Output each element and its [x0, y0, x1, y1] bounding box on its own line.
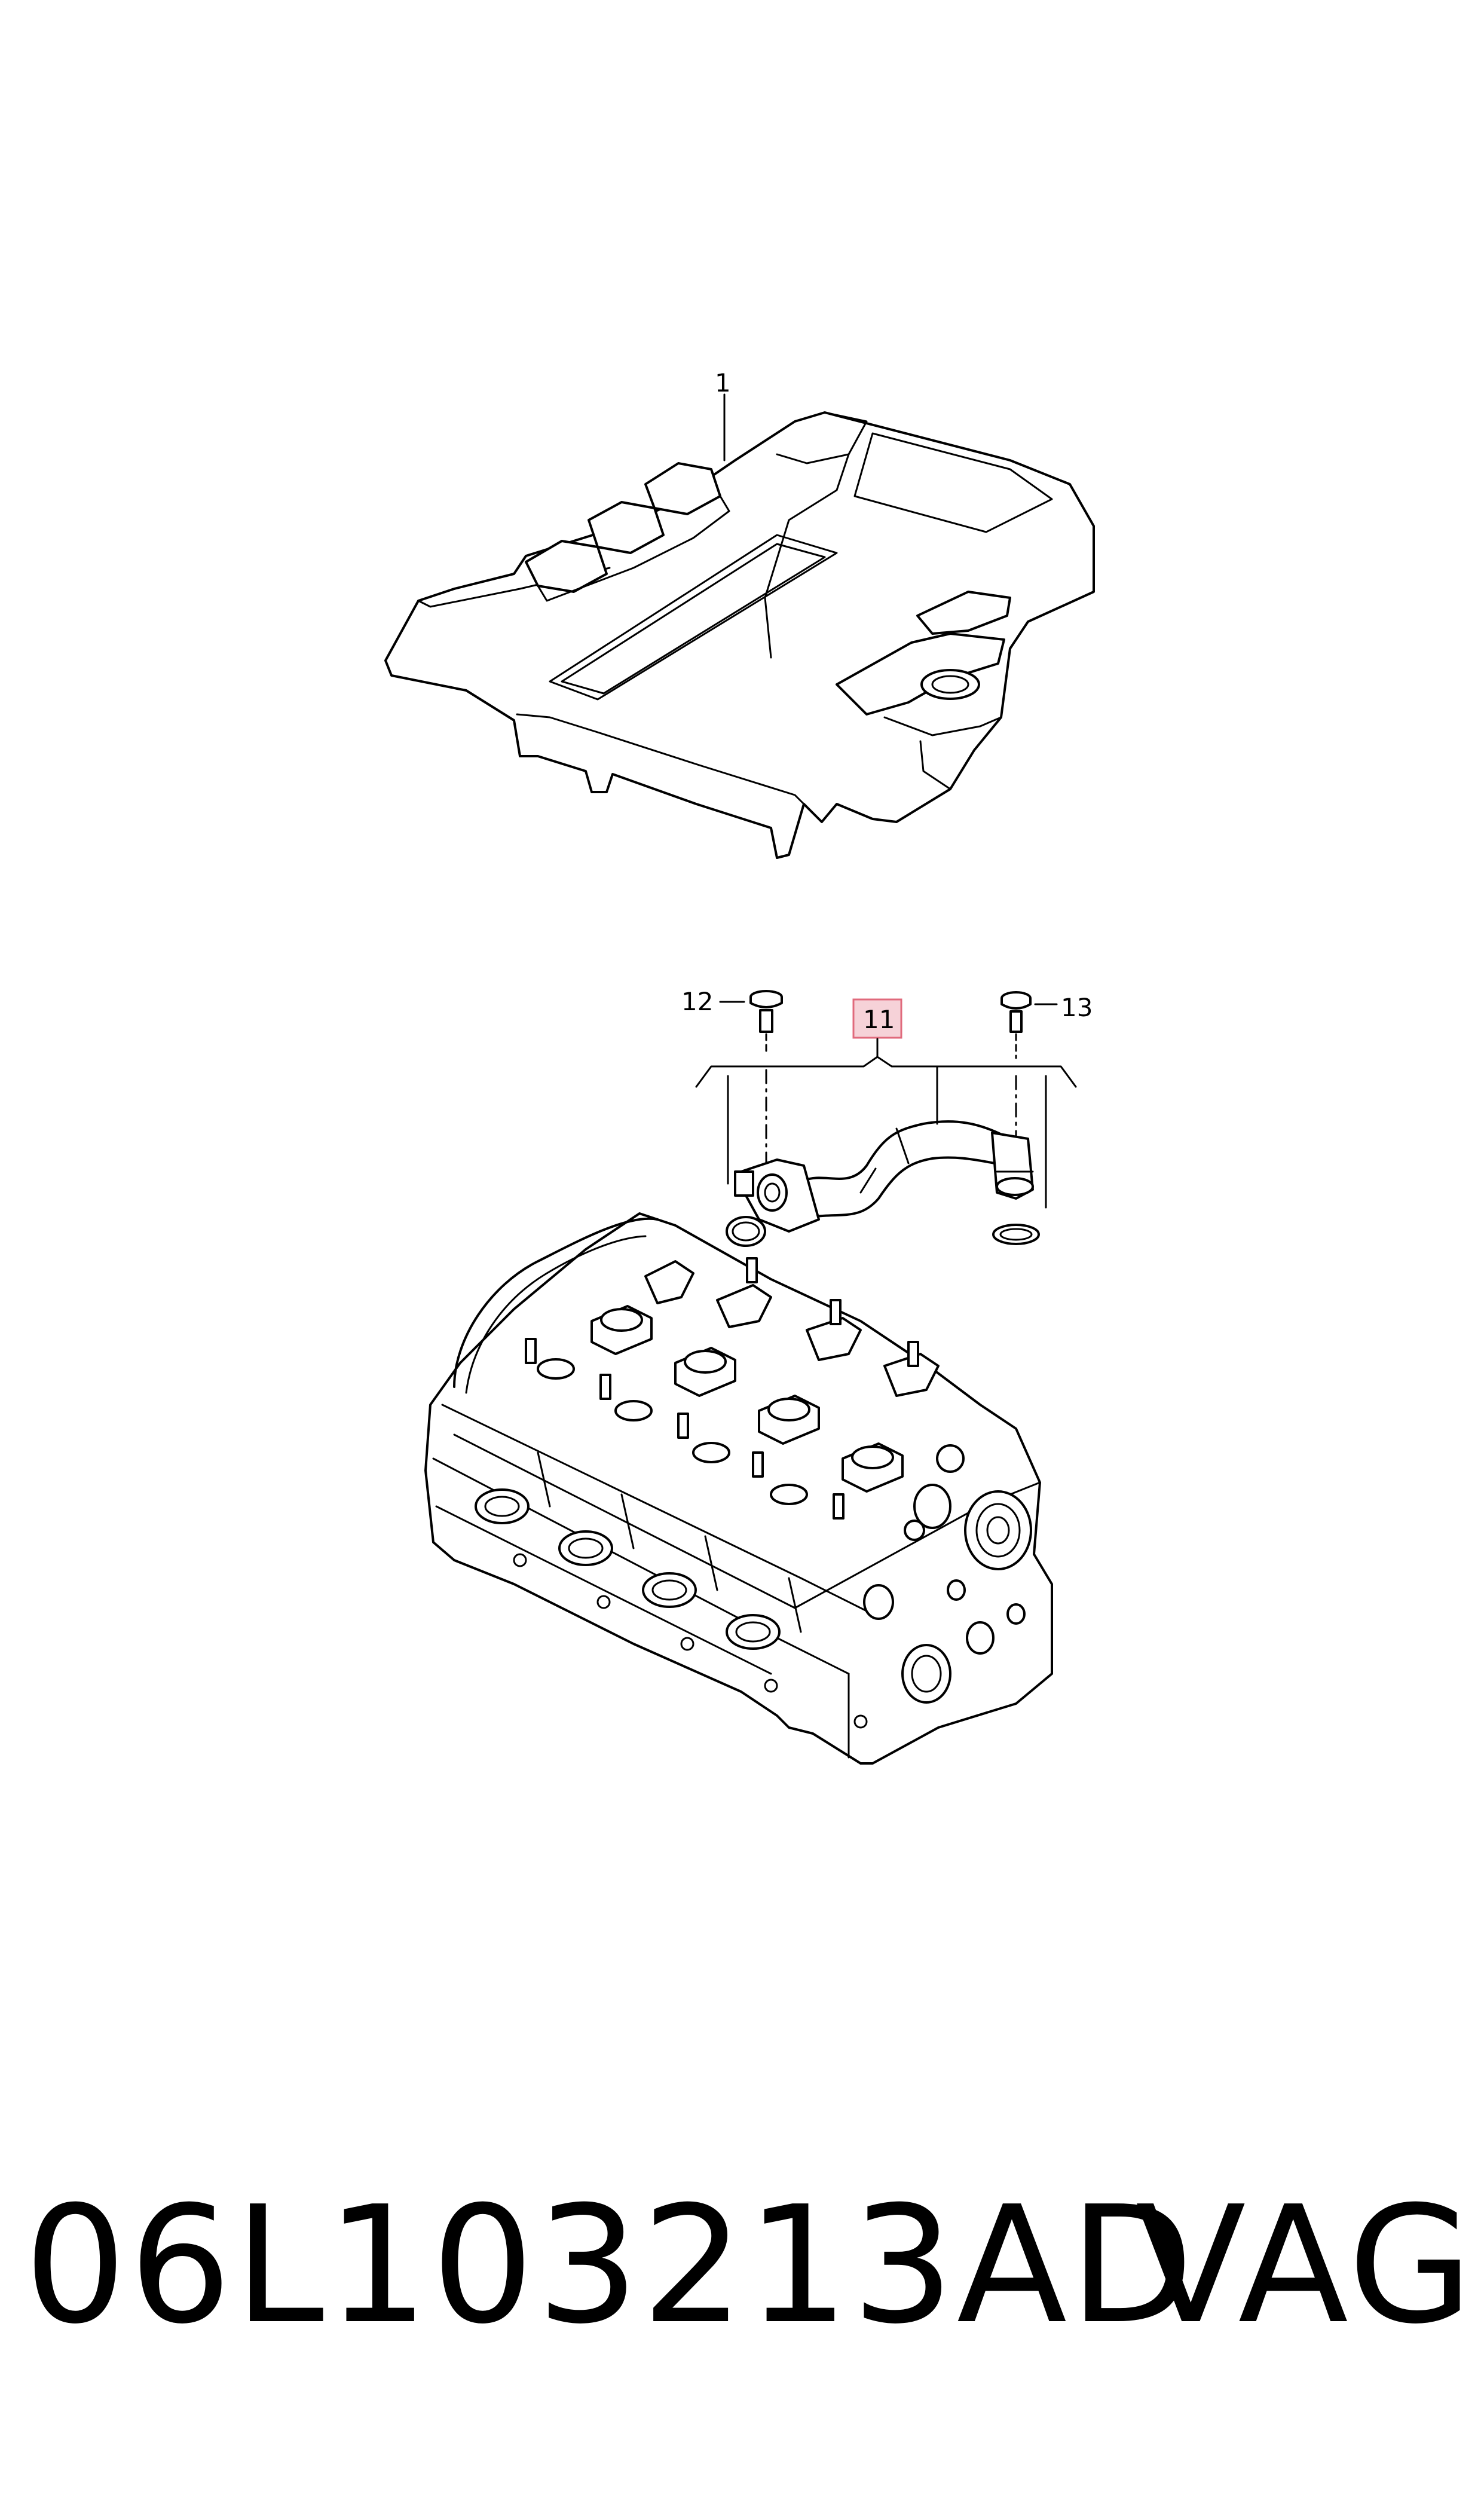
assembly-bracket [695, 1038, 1077, 1209]
callout-13: 13 [1061, 993, 1093, 1022]
part-number-caption: 06L103213AD [24, 2171, 1197, 2359]
head-studs [525, 1257, 919, 1520]
callout-11-box [852, 998, 902, 1039]
callout-1: 1 [715, 368, 731, 398]
brand-caption: VAG [1136, 2171, 1476, 2359]
breather-hose [726, 1120, 1040, 1247]
callout-11: 11 [863, 1005, 895, 1034]
engine-cover [384, 393, 1095, 859]
cylinder-head [424, 1212, 1053, 1765]
bolt-12 [719, 990, 783, 1173]
bolt-13 [1000, 991, 1058, 1155]
callout-12: 12 [681, 987, 713, 1016]
